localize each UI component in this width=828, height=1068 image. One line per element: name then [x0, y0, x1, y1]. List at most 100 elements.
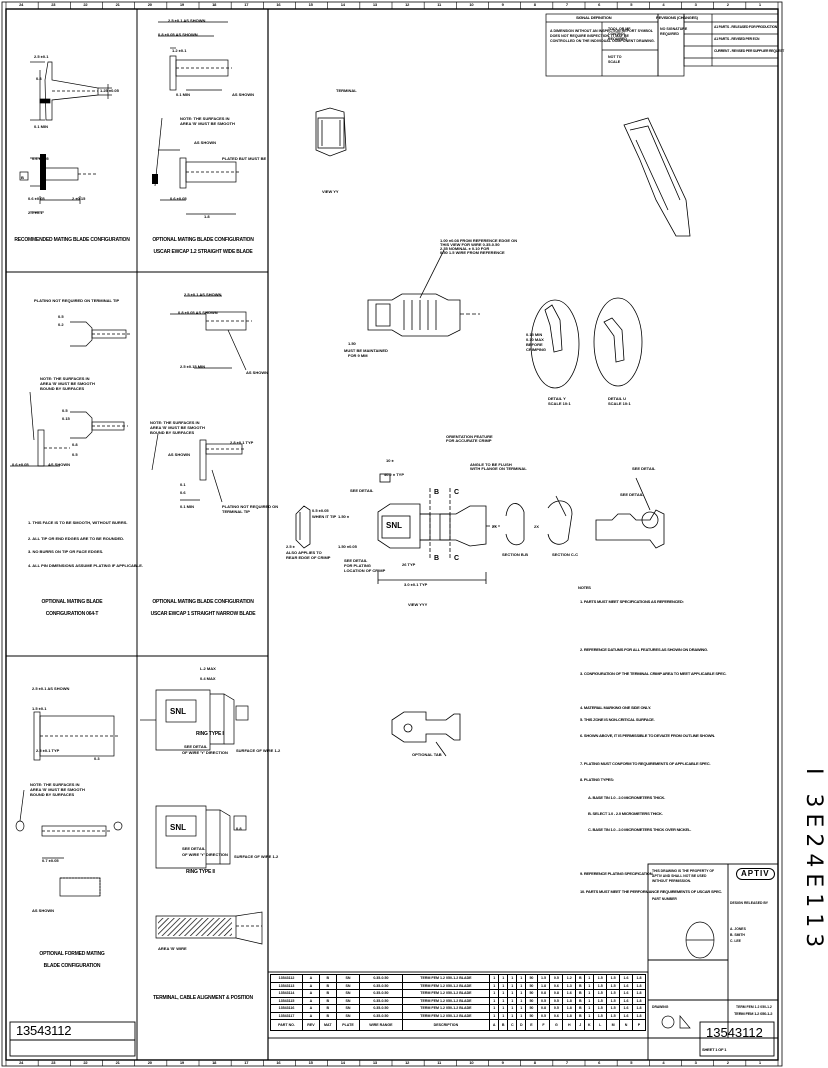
svg-text:FOR 9 MM: FOR 9 MM — [348, 353, 368, 358]
table-cell: 1.6 — [619, 989, 633, 998]
svg-text:CRIMPING: CRIMPING — [526, 347, 546, 352]
svg-text:0.2: 0.2 — [58, 322, 64, 327]
svg-text:SEE DETAIL: SEE DETAIL — [632, 466, 656, 471]
note-item: 7. PLATING MUST CONFORM TO REQUIREMENTS … — [580, 761, 711, 766]
view-label-ring-type-1: RING TYPE I — [196, 731, 224, 737]
svg-text:0.8 ±0.05 AS SHOWN: 0.8 ±0.05 AS SHOWN — [158, 32, 198, 37]
table-cell: 1.8 — [631, 981, 647, 990]
svg-text:1.50 ±0.05: 1.50 ±0.05 — [338, 544, 358, 549]
table-cell: B — [318, 996, 337, 1005]
svg-text:0.1 MIN: 0.1 MIN — [180, 504, 194, 509]
table-cell: 1 — [498, 996, 509, 1005]
table-cell: 1.8 — [631, 996, 647, 1005]
table-cell: 50 — [525, 989, 538, 998]
svg-text:0.6 ±0.05: 0.6 ±0.05 — [170, 196, 187, 201]
table-cell: 1.8 — [631, 1011, 647, 1020]
left-stamp-number: 13543112 — [16, 1023, 72, 1038]
svg-text:SNL: SNL — [386, 521, 402, 530]
table-cell: 1 — [498, 1004, 509, 1013]
svg-text:2X: 2X — [534, 524, 539, 529]
svg-text:SNL: SNL — [170, 707, 186, 716]
svg-text:2.5 ±0.15 MIN: 2.5 ±0.15 MIN — [180, 364, 205, 369]
table-cell: TERM FEM 1.2 050-1.2 BLADE — [401, 974, 491, 983]
note-item: B. SELECT 1.0 - 2.0 MICROMETERS THICK. — [588, 811, 663, 816]
border-number: 17 — [244, 1060, 249, 1065]
table-cell: 1.2 — [562, 974, 577, 983]
border-number: 3 — [694, 1060, 697, 1065]
table-cell: 0.5 — [549, 974, 564, 983]
svg-text:0.6 ±0.05: 0.6 ±0.05 — [32, 156, 49, 161]
revision-line: A1 PARTS - REVISED PER ECN — [714, 37, 760, 41]
signal-definition-title: SIGNAL DEFINITION — [576, 15, 612, 20]
title-block-sheet: SHEET 1 OF 1 — [702, 1047, 727, 1052]
table-cell: 13543117 — [269, 1011, 304, 1020]
border-number: 14 — [340, 2, 345, 7]
svg-text:AREA 'B' WIRE: AREA 'B' WIRE — [158, 946, 187, 951]
table-cell: 1.3 — [562, 981, 577, 990]
table-header-cell: G — [549, 1019, 564, 1031]
svg-text:BEFORE: BEFORE — [526, 342, 543, 347]
table-cell: 0.5 — [549, 996, 564, 1005]
table-cell: 0.35-0.50 — [359, 974, 403, 983]
svg-text:ORIENTATION FEATURE: ORIENTATION FEATURE — [446, 434, 493, 439]
table-cell: 1.8 — [562, 1011, 577, 1020]
table-cell: 0.8 — [536, 1004, 551, 1013]
svg-text:0.1: 0.1 — [180, 482, 186, 487]
border-number: 18 — [212, 1060, 217, 1065]
svg-text:0.4 MAX: 0.4 MAX — [200, 676, 216, 681]
svg-text:DETAIL U: DETAIL U — [608, 396, 626, 401]
svg-text:2.5 ±0.1: 2.5 ±0.1 — [34, 54, 49, 59]
svg-text:AREA 'B' MUST BE SMOOTH: AREA 'B' MUST BE SMOOTH — [40, 381, 95, 386]
table-cell: 1.5 — [593, 974, 608, 983]
note-item: 8. PLATING TYPES: — [580, 777, 614, 782]
table-cell: 1.5 — [593, 1004, 608, 1013]
svg-text:PLATING NOT REQUIRED ON TERMIN: PLATING NOT REQUIRED ON TERMINAL TIP — [34, 298, 120, 303]
svg-text:0.1 MIN: 0.1 MIN — [176, 92, 190, 97]
table-header-cell: B — [498, 1019, 509, 1031]
table-cell: B — [318, 1004, 337, 1013]
border-number: 11 — [437, 2, 442, 7]
svg-text:0.50 1.5 WIRE FROM REFERENCE: 0.50 1.5 WIRE FROM REFERENCE — [440, 250, 505, 255]
svg-text:0.5: 0.5 — [58, 314, 64, 319]
border-number: 24 — [19, 1060, 24, 1065]
table-cell: 1 — [516, 974, 527, 983]
border-number: 10 — [469, 2, 474, 7]
svg-text:THIS DRAWING IS THE PROPERTY O: THIS DRAWING IS THE PROPERTY OF — [652, 869, 714, 873]
svg-text:2.5 ±: 2.5 ± — [286, 544, 296, 549]
svg-text:DESIGN RELEASED BY: DESIGN RELEASED BY — [730, 901, 769, 905]
svg-text:A. JONES: A. JONES — [730, 927, 747, 931]
border-number: 13 — [372, 2, 377, 7]
table-header-cell: PART NO. — [269, 1019, 304, 1031]
border-number: 1 — [758, 2, 761, 7]
svg-text:0.6: 0.6 — [180, 490, 186, 495]
border-number: 14 — [340, 1060, 345, 1065]
table-cell: 13543114 — [269, 989, 304, 998]
view-label-optional-wide-1: OPTIONAL MATING BLADE CONFIGURATION — [152, 237, 254, 243]
svg-text:REQUIRED: REQUIRED — [660, 32, 679, 36]
svg-text:SURFACE OF WIRE 1-2: SURFACE OF WIRE 1-2 — [234, 854, 279, 859]
svg-text:0.15: 0.15 — [62, 416, 71, 421]
svg-text:MUST BE MAINTAINED: MUST BE MAINTAINED — [344, 348, 388, 353]
table-cell: B — [318, 1011, 337, 1020]
table-header-cell: J — [575, 1019, 586, 1031]
table-cell: B — [575, 1004, 586, 1013]
table-cell: 1.8 — [536, 981, 551, 990]
svg-text:2.5 ±0.1 TYP: 2.5 ±0.1 TYP — [36, 748, 60, 753]
table-cell: B — [575, 1011, 586, 1020]
table-cell: 1.5 — [606, 989, 621, 998]
svg-text:1.25 ±0.05: 1.25 ±0.05 — [100, 88, 120, 93]
svg-text:AS SHOWN: AS SHOWN — [246, 370, 268, 375]
svg-text:SEE DETAIL: SEE DETAIL — [184, 744, 208, 749]
border-number: 12 — [405, 2, 410, 7]
title-block-drawing-number: 13543112 — [706, 1025, 763, 1040]
note-item: 5. THIS ZONE IS NON-CRITICAL SURFACE. — [580, 717, 655, 722]
border-number: 9 — [501, 2, 504, 7]
table-cell: 1 — [507, 981, 518, 990]
border-number: 8 — [533, 2, 536, 7]
note-item: 10. PARTS MUST MEET THE PERFORMANCE REQU… — [580, 889, 723, 894]
border-number: 22 — [83, 2, 88, 7]
